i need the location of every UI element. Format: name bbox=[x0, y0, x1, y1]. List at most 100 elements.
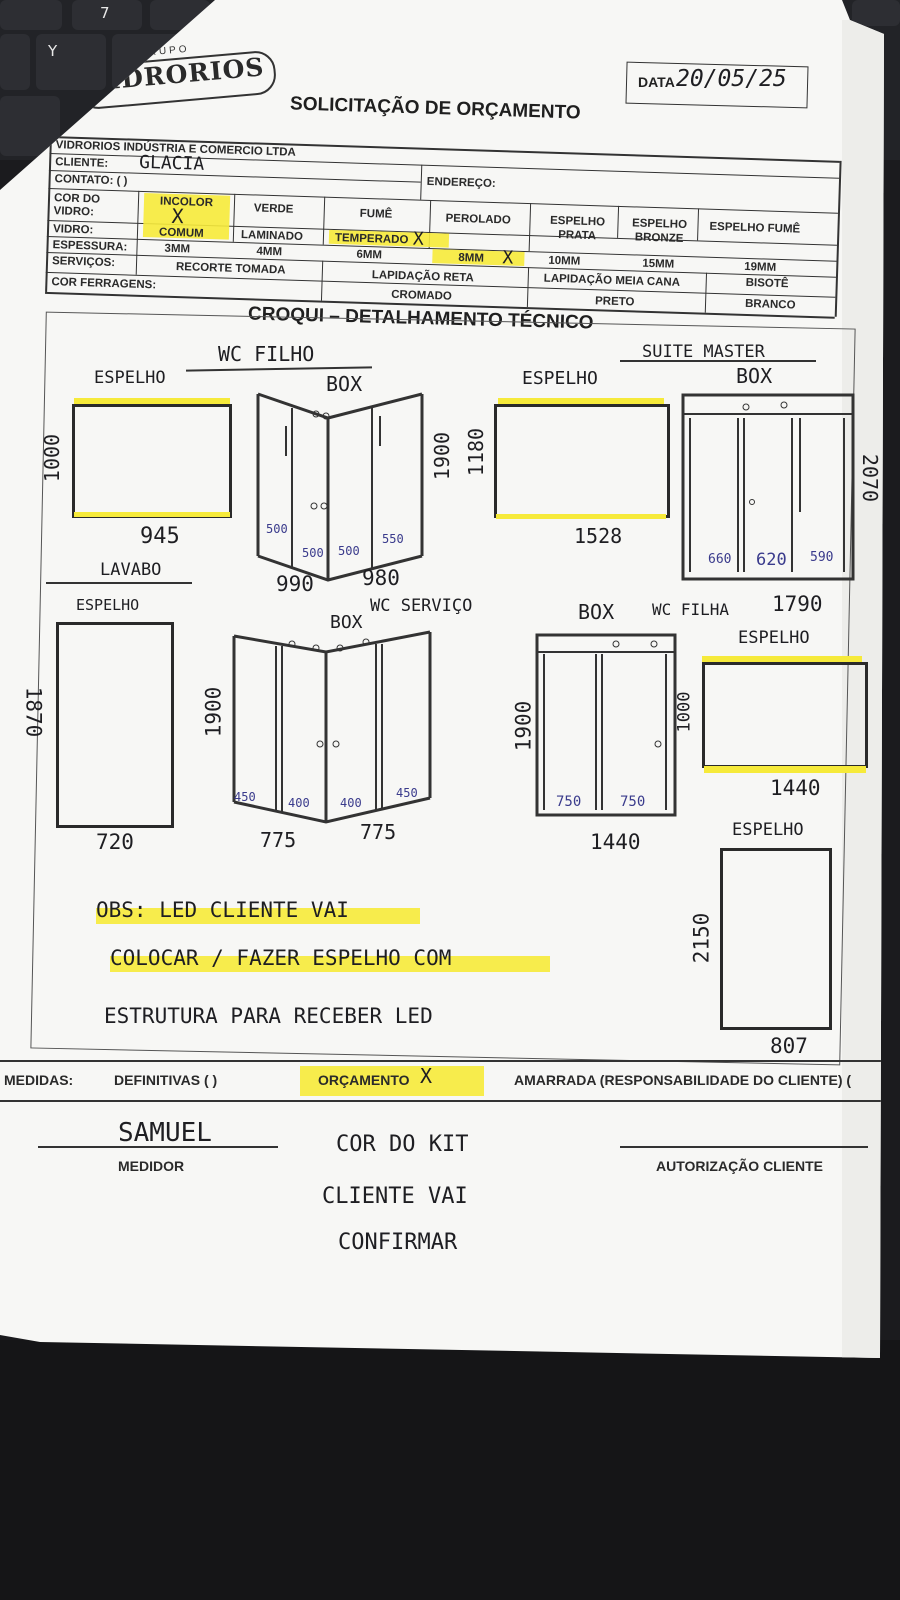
client-authorization-label: AUTORIZAÇÃO CLIENTE bbox=[656, 1158, 823, 1174]
glass-color-fume: FUMÊ bbox=[359, 207, 393, 221]
quote-form-paper: GRUPO VIDRORIOS DATA 20/05/25 SOLICITAÇÃ… bbox=[0, 0, 884, 1358]
wc-servico-panel-2: 400 bbox=[288, 796, 310, 810]
highlight-mark bbox=[74, 398, 230, 405]
highlight-mark bbox=[702, 656, 862, 663]
label-underline bbox=[620, 360, 816, 362]
highlight-mark bbox=[300, 1066, 484, 1096]
service-recorte-tomada: RECORTE TOMADA bbox=[175, 261, 286, 277]
thickness-15mm: 15MM bbox=[642, 257, 675, 271]
highlight-mark bbox=[96, 908, 420, 924]
wc-filho-panel-2: 500 bbox=[302, 546, 324, 560]
wc-filho-corner-box-drawing bbox=[256, 392, 424, 582]
hardware-label: COR FERRAGENS: bbox=[51, 276, 157, 292]
services-label: SERVIÇOS: bbox=[51, 255, 116, 270]
service-lapidacao-meia-cana: LAPIDAÇÃO MEIA CANA bbox=[543, 272, 681, 289]
footer-divider bbox=[0, 1100, 882, 1102]
thickness-8mm: 8MM bbox=[458, 251, 485, 265]
glass-color-espelho-bronze: ESPELHO BRONZE bbox=[631, 217, 688, 245]
suite-master-mirror-label: ESPELHO bbox=[522, 368, 598, 389]
thickness-label: ESPESSURA: bbox=[52, 239, 128, 254]
tied-option: AMARRADA (RESPONSABILIDADE DO CLIENTE) ( bbox=[514, 1072, 852, 1088]
highlight-mark bbox=[74, 512, 230, 517]
suite-master-panel-3: 590 bbox=[810, 550, 834, 565]
footer-divider bbox=[0, 1060, 882, 1062]
observation-line-1: OBS: LED CLIENTE VAI bbox=[96, 898, 349, 922]
glass-color-espelho-fume: ESPELHO FUMÊ bbox=[709, 220, 801, 236]
suite-master-label: SUITE MASTER bbox=[642, 342, 765, 362]
glass-color-incolor: INCOLOR bbox=[159, 195, 214, 210]
measurer-signature: SAMUEL bbox=[118, 1118, 212, 1148]
suite-master-box-drawing bbox=[681, 393, 855, 581]
wc-servico-panel-3: 400 bbox=[340, 796, 362, 810]
wc-filha-box-height: 1900 bbox=[511, 700, 536, 752]
signature-line bbox=[620, 1146, 868, 1148]
keyboard-key-label: Y bbox=[48, 42, 58, 60]
definitive-option: DEFINITIVAS ( ) bbox=[114, 1072, 218, 1088]
lavabo-mirror-width: 720 bbox=[96, 830, 134, 854]
address-label: ENDEREÇO: bbox=[426, 175, 496, 191]
hardware-branco: BRANCO bbox=[744, 297, 796, 312]
date-label: DATA bbox=[638, 74, 675, 90]
wc-filho-panel-1: 500 bbox=[266, 522, 288, 536]
hardware-cromado: CROMADO bbox=[390, 288, 453, 303]
lavabo-label: LAVABO bbox=[100, 560, 162, 580]
thickness-10mm: 10MM bbox=[548, 254, 581, 268]
wc-servico-box-width-right: 775 bbox=[360, 820, 397, 844]
client-label: CLIENTE: bbox=[54, 156, 109, 170]
signature-line bbox=[38, 1146, 278, 1148]
wc-filha-panel-1: 750 bbox=[556, 794, 582, 810]
wc-filho-mirror-width: 945 bbox=[140, 524, 180, 549]
highlight-mark bbox=[498, 398, 664, 405]
glass-color-perolado: PEROLADO bbox=[445, 212, 511, 227]
wc-filho-box-label: BOX bbox=[326, 372, 363, 396]
glass-color-verde: VERDE bbox=[253, 202, 294, 216]
wc-filho-mirror-label: ESPELHO bbox=[94, 368, 166, 388]
note-line-3: CONFIRMAR bbox=[338, 1230, 458, 1255]
wc-filha-box-drawing bbox=[535, 633, 677, 817]
wc-servico-corner-box-drawing bbox=[232, 630, 432, 824]
note-line-1: COR DO KIT bbox=[336, 1132, 469, 1157]
hardware-preto: PRETO bbox=[594, 295, 635, 309]
lavabo-mirror bbox=[56, 622, 174, 828]
note-line-2: CLIENTE VAI bbox=[322, 1184, 468, 1209]
keyboard-key bbox=[0, 34, 30, 90]
thickness-6mm: 6MM bbox=[356, 248, 383, 262]
selected-check-mark: X bbox=[412, 228, 425, 250]
suite-master-panel-2: 620 bbox=[756, 550, 787, 570]
keyboard-key bbox=[0, 0, 62, 30]
keyboard-key-y: Y bbox=[36, 34, 106, 90]
label-underline bbox=[46, 582, 192, 584]
measures-label: MEDIDAS: bbox=[4, 1072, 74, 1088]
extra-mirror bbox=[720, 848, 832, 1030]
glass-type-comum: COMUM bbox=[158, 226, 204, 240]
wc-filha-mirror-width: 1440 bbox=[770, 776, 821, 800]
selected-check-mark: X bbox=[171, 203, 184, 229]
wc-servico-box-label: BOX bbox=[330, 612, 363, 633]
glass-color-espelho-prata: ESPELHO PRATA bbox=[549, 214, 606, 243]
wc-servico-box-width-left: 775 bbox=[260, 828, 297, 852]
glass-type-laminado: LAMINADO bbox=[240, 229, 304, 243]
wc-filha-box-width: 1440 bbox=[590, 830, 641, 854]
budget-check-mark: X bbox=[420, 1064, 433, 1088]
wc-filha-mirror-label: ESPELHO bbox=[738, 628, 810, 648]
glass-type-label: VIDRO: bbox=[52, 223, 94, 237]
suite-master-mirror bbox=[494, 404, 670, 518]
keyboard-key bbox=[852, 0, 900, 26]
wc-filha-panel-2: 750 bbox=[620, 794, 646, 810]
suite-master-mirror-height: 1180 bbox=[464, 427, 489, 477]
thickness-4mm: 4MM bbox=[256, 245, 283, 259]
suite-master-panel-1: 660 bbox=[708, 552, 732, 567]
extra-mirror-width: 807 bbox=[770, 1034, 808, 1058]
highlight-mark bbox=[704, 766, 866, 773]
wc-filha-mirror bbox=[702, 662, 868, 768]
lavabo-mirror-height: 1870 bbox=[21, 686, 46, 738]
wc-servico-label: WC SERVIÇO bbox=[370, 596, 473, 616]
wc-filho-panel-3: 500 bbox=[338, 544, 360, 558]
highlight-mark bbox=[110, 956, 550, 972]
desk-surface bbox=[0, 1340, 900, 1600]
observation-line-3: ESTRUTURA PARA RECEBER LED bbox=[104, 1004, 433, 1028]
order-form-table: VIDRORIOS INDÚSTRIA E COMERCIO LTDA CLIE… bbox=[45, 136, 842, 331]
glass-type-temperado: TEMPERADO bbox=[334, 232, 409, 247]
wc-filho-panel-4: 550 bbox=[382, 532, 404, 546]
suite-master-box-height: 2070 bbox=[858, 453, 883, 503]
